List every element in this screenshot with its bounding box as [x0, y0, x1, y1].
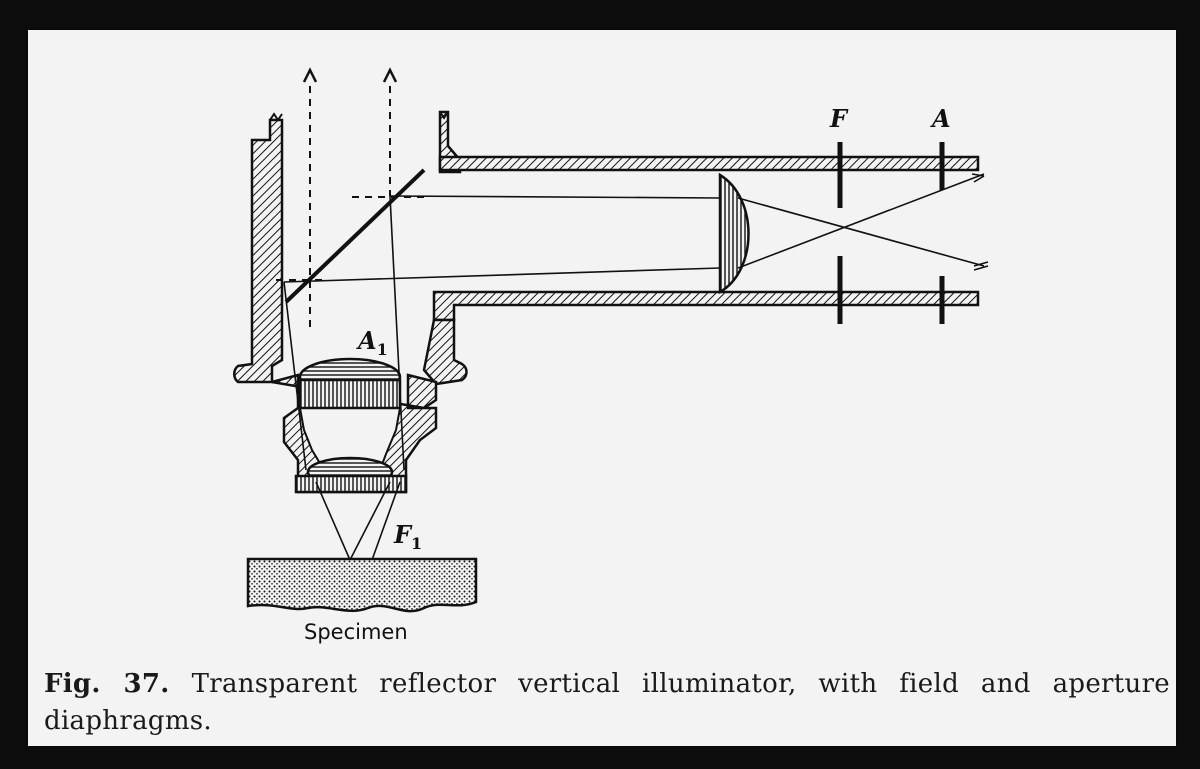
arrow-up-right — [382, 67, 398, 83]
figure-number: Fig. 37. — [44, 669, 170, 699]
lens-a1-mount — [298, 378, 402, 410]
figure-card: F A A1 F1 Specimen Fig. 37.Transparent r… — [28, 30, 1176, 746]
arm-bottom-wall — [432, 290, 980, 322]
light-rays — [283, 173, 989, 561]
dashed-axes — [276, 86, 428, 330]
label-aperture-diaphragm: A — [932, 104, 951, 133]
label-specimen: Specimen — [304, 620, 408, 644]
label-focus-f1: F1 — [394, 520, 423, 553]
label-field-diaphragm: F — [830, 104, 848, 133]
caption-text: Transparent reflector vertical illuminat… — [44, 669, 1170, 736]
label-objective-a1: A1 — [358, 326, 388, 359]
collector-lens — [718, 172, 750, 295]
arm-top-wall — [438, 155, 980, 172]
tube-left-wall — [233, 118, 284, 384]
lens-lower-mount — [294, 474, 408, 494]
reflector-plate — [284, 168, 426, 304]
thread-left — [269, 112, 283, 122]
figure-caption: Fig. 37.Transparent reflector vertical i… — [44, 666, 1170, 740]
tube-right-lower — [422, 318, 468, 386]
specimen-block — [246, 557, 478, 613]
thread-right — [439, 111, 449, 120]
arrow-up-left — [302, 67, 318, 83]
illuminator-diagram — [233, 67, 989, 613]
